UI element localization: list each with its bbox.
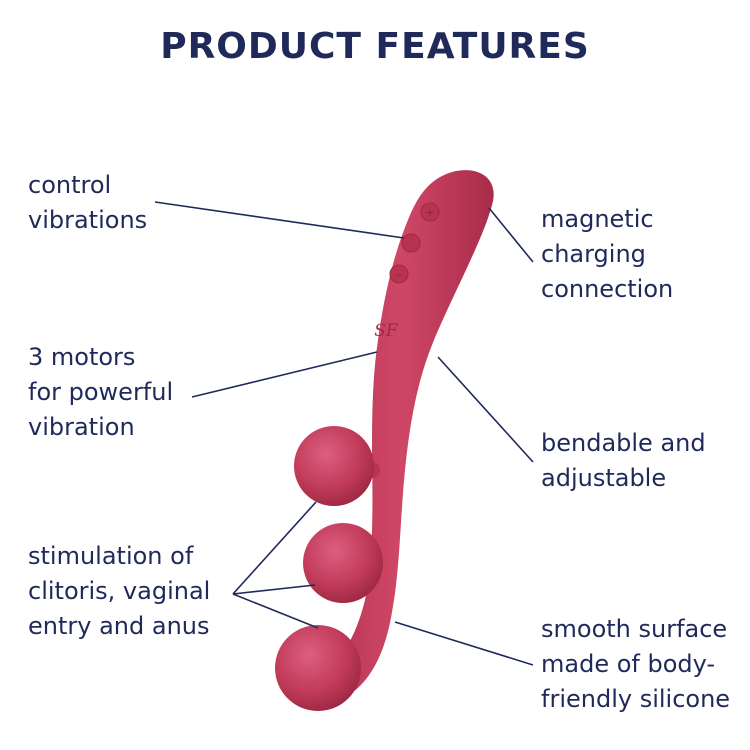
- svg-text:–: –: [396, 268, 402, 281]
- button-plus: [420, 202, 440, 222]
- feature-bendable: bendable and adjustable: [541, 429, 706, 492]
- stimulation-ball-middle: [303, 523, 383, 603]
- stimulation-ball-bottom: [275, 625, 361, 711]
- button-minus: [389, 264, 409, 284]
- button-mode: [401, 233, 421, 253]
- product-body: [308, 170, 494, 704]
- svg-text:+: +: [425, 206, 434, 219]
- brand-logo: SF: [374, 321, 399, 341]
- feature-smooth-surface: smooth surface made of body- friendly si…: [541, 615, 731, 713]
- feature-control-vibrations: control vibrations: [28, 171, 148, 234]
- feature-motors: 3 motors for powerful vibration: [28, 343, 174, 441]
- feature-stimulation: stimulation of clitoris, vaginal entry a…: [28, 542, 211, 640]
- stimulation-ball-top: [294, 426, 374, 506]
- leader-lines: [154, 201, 534, 666]
- feature-magnetic-charging: magnetic charging connection: [541, 205, 674, 303]
- page-title: PRODUCT FEATURES: [160, 26, 590, 67]
